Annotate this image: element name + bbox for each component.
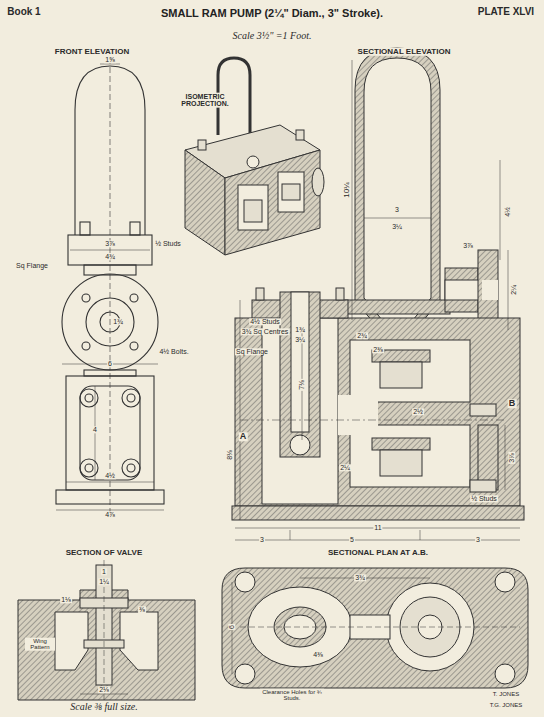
dimension-label: Scale ⅜ full size. bbox=[69, 702, 139, 713]
dimension-label: 2⅜ bbox=[372, 346, 384, 353]
dimension-label: 1¾ bbox=[294, 326, 306, 333]
view-title: SECTIONAL ELEVATION bbox=[357, 48, 452, 56]
front-elevation bbox=[56, 58, 164, 512]
dimension-label: 4¾ bbox=[104, 253, 116, 260]
dimension-label: 1¼ bbox=[98, 578, 110, 585]
view-title: FRONT ELEVATION bbox=[54, 48, 130, 56]
dimension-label: 4⅞ bbox=[104, 511, 116, 518]
dimension-label: 3⅞ bbox=[462, 242, 474, 249]
dimension-label: 2¾ bbox=[356, 332, 368, 339]
dimension-label: 3⅞ bbox=[104, 240, 116, 247]
dimension-label: Sq Flange bbox=[15, 262, 49, 269]
dimension-label: 3¼ bbox=[391, 223, 403, 230]
dimension-label: 1⅝ bbox=[104, 56, 116, 63]
dimension-label: 11 bbox=[373, 524, 382, 531]
dimension-label: 1¾ bbox=[112, 318, 124, 325]
dimension-label: 3 bbox=[394, 206, 400, 213]
view-title: B bbox=[508, 399, 517, 408]
dimension-label: 3¼ bbox=[294, 336, 306, 343]
dimension-label: 2⅛ bbox=[98, 686, 110, 693]
dimension-label: 7⅛ bbox=[298, 379, 305, 391]
dimension-label: 4½ Studs bbox=[249, 318, 281, 325]
dimension-label: 5 bbox=[349, 536, 355, 543]
dimension-label: 1⅛ bbox=[60, 596, 72, 603]
view-title: ISOMETRIC PROJECTION. bbox=[169, 93, 241, 108]
dimension-label: T. JONES bbox=[492, 691, 520, 697]
dimension-label: 6 bbox=[228, 624, 235, 630]
dimension-label: ½ Studs bbox=[154, 240, 182, 247]
dimension-label: 10¼ bbox=[343, 181, 351, 199]
sectional-plan bbox=[222, 568, 528, 688]
view-title: Book 1 bbox=[6, 7, 41, 18]
dimension-label: 3 bbox=[475, 536, 481, 543]
dimension-label: T.G. JONES bbox=[489, 702, 524, 708]
view-title: A bbox=[239, 432, 248, 441]
dimension-label: Clearance Holes for ¾ Studs. bbox=[260, 689, 324, 702]
plate-title: SMALL RAM PUMP (2¼" Diam., 3" Stroke). bbox=[159, 7, 385, 19]
dimension-label: 1 bbox=[101, 568, 107, 575]
dimension-label: 4½ bbox=[104, 472, 116, 479]
dimension-label: 6 bbox=[107, 360, 113, 367]
dimension-label: 4 bbox=[92, 426, 98, 433]
isometric-projection bbox=[185, 58, 324, 255]
dimension-label: 4⅜ bbox=[312, 651, 324, 658]
dimension-label: 3¾ Sq Centres bbox=[241, 328, 290, 335]
dimension-label: 2¼ bbox=[339, 464, 351, 471]
dimension-label: 2½ bbox=[412, 408, 424, 415]
dimension-label: Sq Flange bbox=[235, 348, 269, 355]
dimension-label: 3 bbox=[259, 536, 265, 543]
dimension-label: 8⅛ bbox=[226, 449, 233, 461]
dimension-label: 4½ bbox=[504, 206, 511, 218]
view-title: SECTION OF VALVE bbox=[65, 549, 144, 557]
view-title: SECTIONAL PLAN AT A.B. bbox=[327, 549, 429, 557]
sectional-elevation bbox=[232, 48, 524, 540]
dimension-label: Scale 3½" =1 Foot. bbox=[232, 31, 313, 42]
dimension-label: ½ Studs bbox=[470, 495, 498, 502]
dimension-label: Wing Pattern bbox=[25, 638, 55, 651]
dimension-label: 2¼ bbox=[510, 284, 517, 296]
view-title: PLATE XLVI bbox=[477, 7, 535, 18]
dimension-label: ⅜ bbox=[138, 606, 146, 613]
dimension-label: 3⅞ bbox=[508, 452, 515, 464]
dimension-label: 3¾ bbox=[354, 574, 366, 581]
dimension-label: 4½ Bolts. bbox=[158, 348, 189, 355]
valve-section bbox=[18, 560, 195, 700]
